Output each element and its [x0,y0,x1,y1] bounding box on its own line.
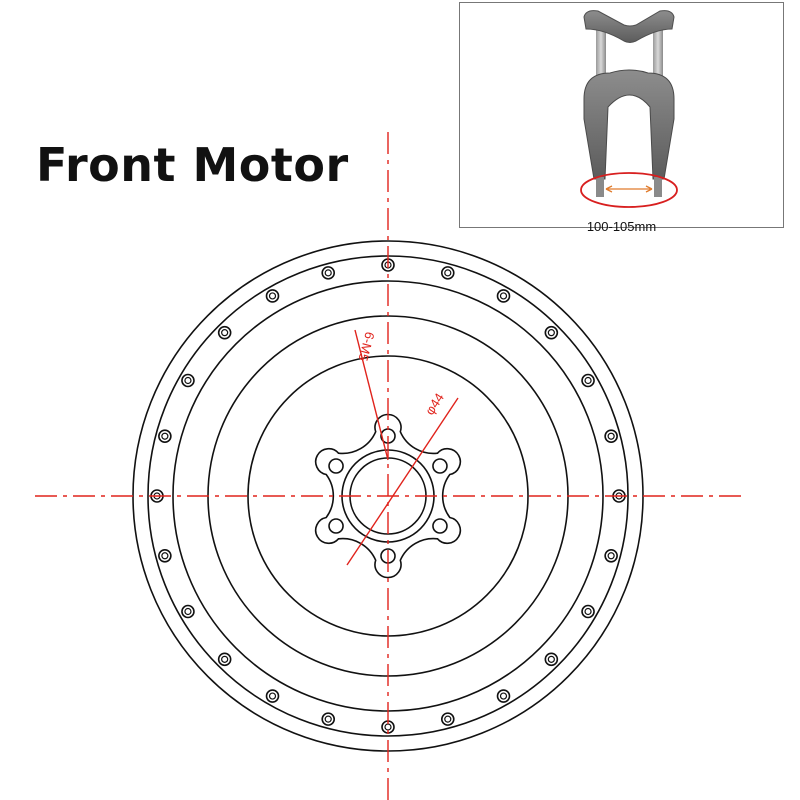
disc-mount-hole [328,458,344,474]
outer-bolt-hole [544,652,559,667]
outer-bolt-hole [181,373,195,388]
dropout-width-ellipse [580,172,678,208]
outer-bolt-hole-inner [547,329,555,337]
outer-bolt-hole-inner [547,655,555,663]
bcd-label: φ44 [422,390,447,417]
outer-bolt-hole-inner [221,655,229,663]
hole-spec-label: 6-M5 [355,330,377,362]
outer-bolt-hole [581,373,595,388]
hole-spec-leader [354,329,389,461]
outer-bolt-hole [440,712,455,726]
outer-bolt-hole-inner [221,329,229,337]
outer-bolt-hole-inner [268,692,277,700]
outer-bolt-hole [604,548,618,563]
fork-dropout-left [596,177,604,197]
fork-stanchion-left [596,15,606,95]
fork-dropout-right [654,177,662,197]
fork-stanchion-right [653,15,663,95]
outer-bolt-hole-inner [184,607,192,616]
dropout-width-arrow [605,185,653,193]
outer-bolt-hole-inner [584,607,592,616]
outer-bolt-hole [321,266,336,280]
outer-bolt-hole-inner [499,692,508,700]
outer-bolt-hole [496,289,511,303]
outer-bolt-hole-inner [607,432,615,440]
fork-illustration [580,10,678,208]
outer-bolt-hole [158,429,172,444]
outer-bolt-hole [181,604,195,619]
fork-inset: 100-105mm [459,2,784,234]
outer-bolt-hole-inner [584,376,592,385]
fork-lowers [583,69,675,180]
outer-bolt-hole-inner [184,376,192,385]
outer-bolt-hole-inner [384,723,392,731]
outer-bolt-hole [440,266,455,280]
outer-bolt-hole-inner [324,269,332,277]
page-title: Front Motor [36,138,349,192]
outer-bolt-hole-inner [161,552,169,560]
disc-mount-hole [432,458,448,474]
outer-bolt-hole [217,325,232,340]
outer-bolt-hole [544,325,559,340]
outer-bolt-hole-inner [268,292,277,300]
outer-bolt-hole [265,289,280,303]
fork-crown [583,10,675,43]
outer-bolt-hole [496,689,511,703]
outer-bolt-hole [581,604,595,619]
outer-bolt-hole [217,652,232,667]
disc-mount-hole [432,518,448,534]
bcd-diameter-leader [346,397,459,566]
outer-bolt-hole-inner [444,715,452,723]
dropout-width-label: 100-105mm [586,219,657,234]
outer-bolt-hole [158,548,172,563]
disc-mount-hole [328,518,344,534]
outer-bolt-hole-inner [161,432,169,440]
disc-flange-outline [314,413,462,579]
outer-bolt-hole-inner [607,552,615,560]
outer-bolt-hole-inner [499,292,508,300]
outer-bolt-hole [265,689,280,703]
outer-bolt-hole-inner [444,269,452,277]
outer-bolt-hole [604,429,618,444]
outer-bolt-hole-inner [324,715,332,723]
outer-bolt-hole [321,712,336,726]
